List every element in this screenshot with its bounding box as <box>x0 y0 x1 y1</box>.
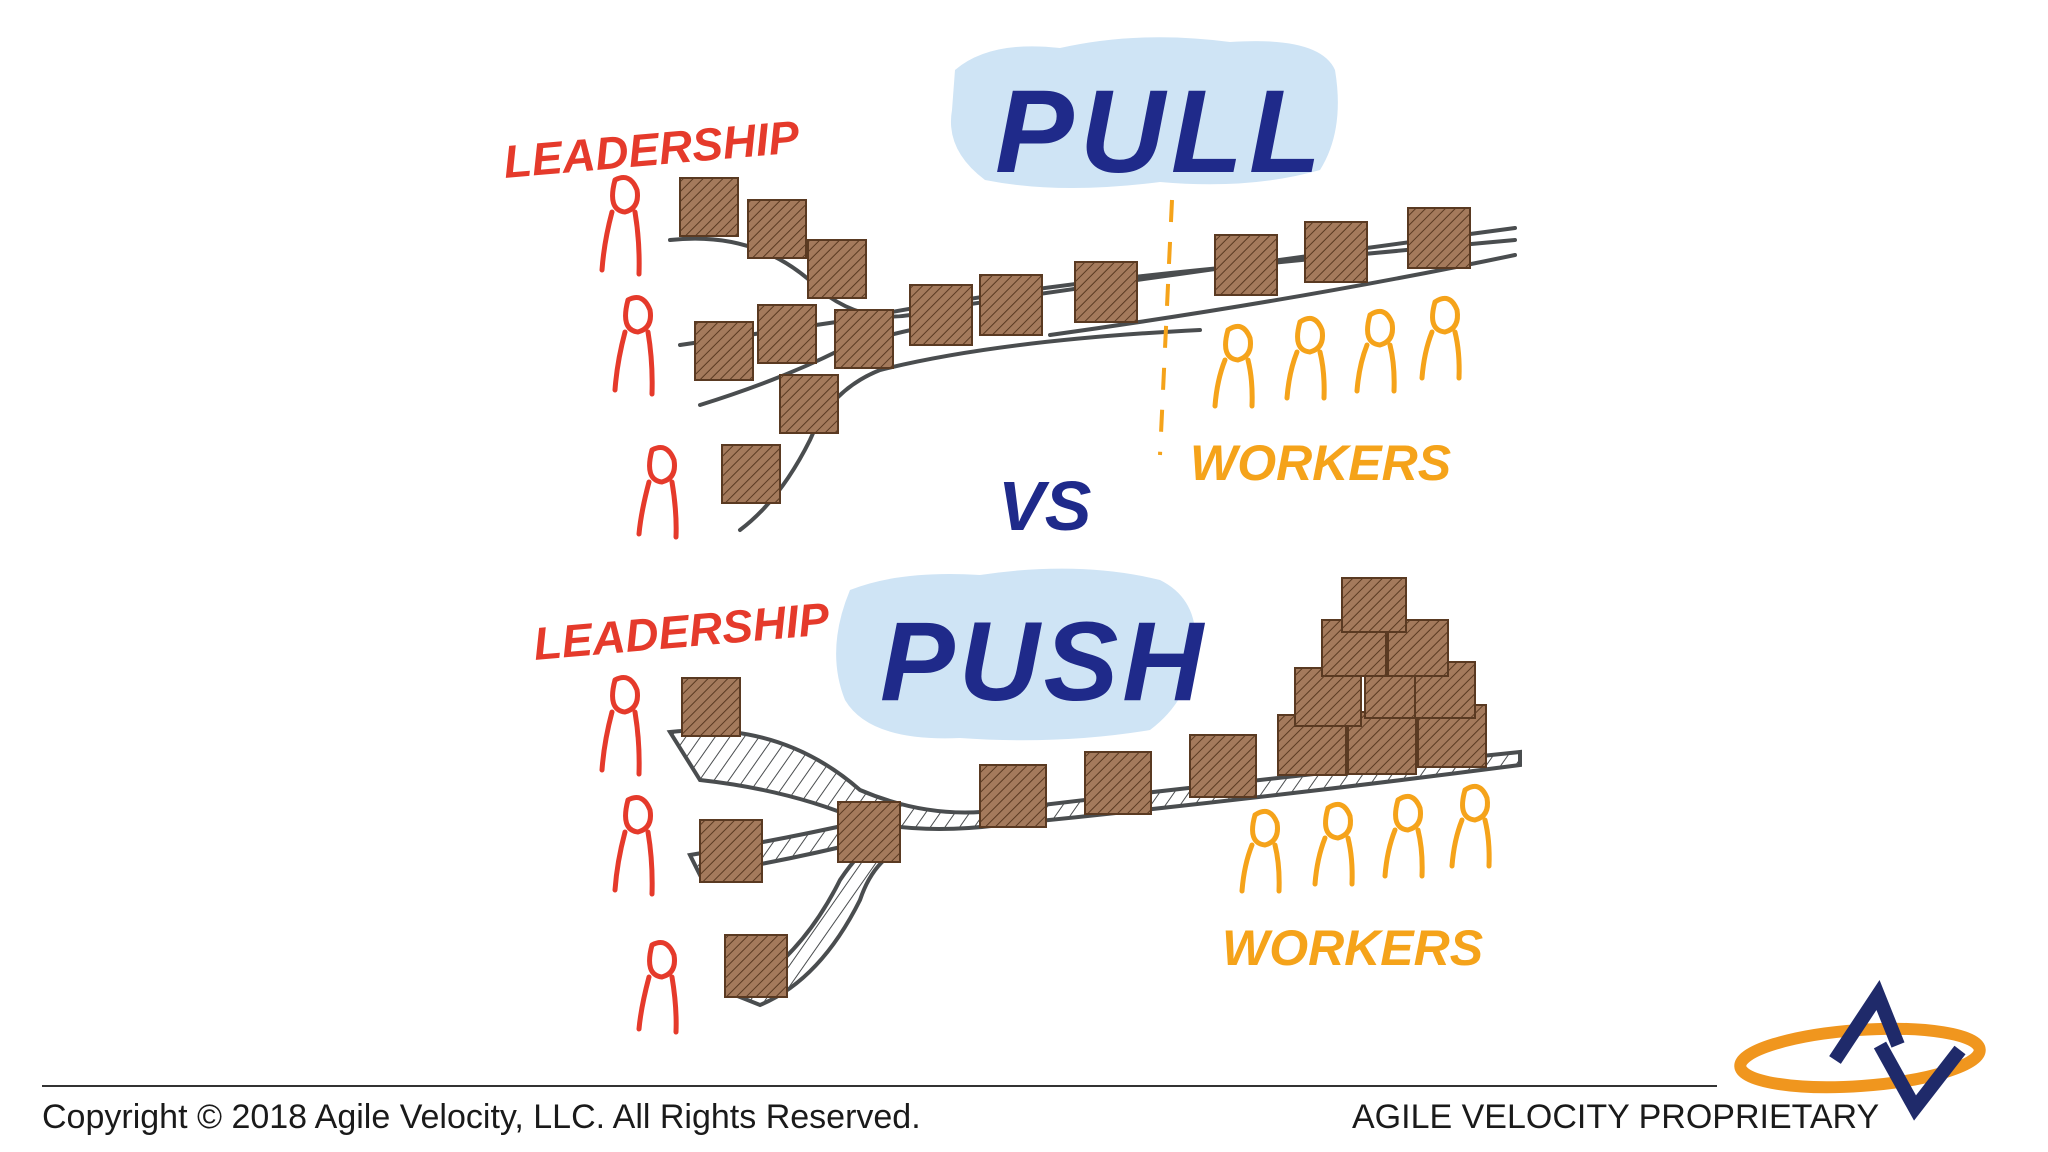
work-box <box>1407 207 1471 269</box>
work-box <box>694 321 754 381</box>
work-box <box>779 374 839 434</box>
person-icon <box>1382 793 1425 879</box>
person-icon <box>636 445 679 540</box>
work-box <box>979 274 1043 336</box>
pull-boundary-line <box>1158 199 1174 456</box>
pull-workers-label: WORKERS <box>1190 435 1451 491</box>
push-workers-label: WORKERS <box>1222 920 1483 976</box>
push-title-cloud <box>836 568 1196 741</box>
person-icon <box>1449 783 1492 869</box>
work-box <box>1304 221 1368 283</box>
work-box <box>747 199 807 259</box>
push-section: PUSH LEADERSHIP <box>531 568 1522 1035</box>
work-box <box>679 177 739 237</box>
work-box <box>1341 577 1407 633</box>
work-box <box>721 444 781 504</box>
pull-section: PULL LEADERSHIP <box>501 37 1517 540</box>
pull-workers-people <box>1212 295 1462 409</box>
pull-title-cloud <box>950 37 1338 189</box>
work-box <box>757 304 817 364</box>
push-title: PUSH <box>880 599 1207 724</box>
work-box <box>1074 261 1138 323</box>
person-icon <box>1419 295 1462 381</box>
vs-separator: VS <box>998 467 1091 545</box>
person-icon <box>599 175 642 277</box>
person-icon <box>1212 323 1255 409</box>
person-icon <box>1239 808 1282 894</box>
work-box <box>909 284 973 346</box>
pull-title: PULL <box>995 66 1327 198</box>
work-box <box>1189 734 1257 798</box>
person-icon <box>1354 308 1397 394</box>
person-icon <box>599 675 642 777</box>
person-icon <box>612 795 655 897</box>
work-box <box>681 677 741 737</box>
copyright-notice: Copyright © 2018 Agile Velocity, LLC. Al… <box>42 1098 921 1136</box>
proprietary-notice: AGILE VELOCITY PROPRIETARY <box>1352 1098 1880 1136</box>
agile-velocity-logo-icon <box>1734 979 1986 1121</box>
pull-work-items <box>679 177 1471 504</box>
work-box <box>1084 751 1152 815</box>
pull-leadership-label: LEADERSHIP <box>501 110 801 188</box>
person-icon <box>636 940 679 1035</box>
work-box <box>834 309 894 369</box>
work-box <box>807 239 867 299</box>
push-workers-people <box>1239 783 1492 894</box>
person-icon <box>1284 315 1327 401</box>
work-box <box>699 819 763 883</box>
footer-divider <box>42 1085 1717 1087</box>
work-box <box>979 764 1047 828</box>
pull-leadership-people <box>599 175 679 540</box>
work-box <box>1214 234 1278 296</box>
push-leadership-label: LEADERSHIP <box>531 592 831 670</box>
push-leadership-people <box>599 675 679 1035</box>
work-box <box>1294 667 1362 727</box>
work-box <box>724 934 788 998</box>
work-box <box>837 801 901 863</box>
push-work-items <box>681 577 1487 998</box>
person-icon <box>612 295 655 397</box>
person-icon <box>1312 801 1355 887</box>
